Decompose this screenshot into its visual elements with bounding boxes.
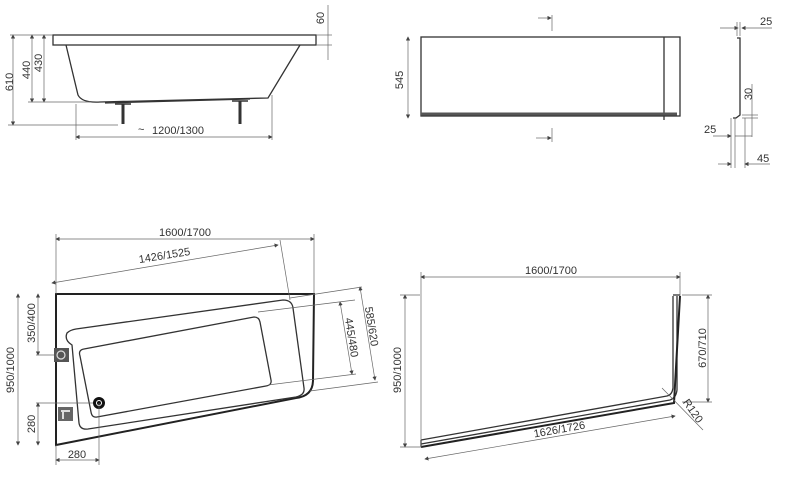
dim-top-total-width: 950/1000 — [5, 347, 17, 393]
front-panel — [420, 36, 681, 117]
dim-diagonal-length: 1426/1525 — [138, 246, 191, 266]
dim-total-height: 610 — [4, 73, 16, 91]
panel-plan-view: 1600/1700 950/1000 670/710 R120 1626/172… — [392, 265, 712, 461]
tub-basin — [78, 316, 272, 418]
faucet-icon — [58, 407, 73, 421]
dim-drain-offset-x: 280 — [68, 449, 86, 461]
dim-plan-total-width: 950/1000 — [392, 347, 404, 393]
dim-plan-total-length: 1600/1700 — [525, 265, 577, 277]
tub-body — [65, 44, 301, 103]
dim-depth-440: 440 — [21, 61, 33, 79]
dim-depth-430: 430 — [33, 54, 45, 72]
dim-side-length: 670/710 — [697, 328, 709, 368]
tub-rim — [52, 34, 317, 46]
dim-panel-height: 545 — [394, 71, 406, 89]
dim-length: 1200/1300 — [152, 125, 204, 137]
dim-inner-width: 445/480 — [342, 317, 360, 358]
dim-base-width: 45 — [757, 153, 769, 165]
panel-plan-outer — [420, 295, 681, 448]
top-view: 1600/1700 1426/1525 950/1000 350/400 280… — [5, 227, 380, 465]
dim-lip-height: 30 — [743, 88, 755, 100]
dim-top-thickness: 25 — [760, 16, 772, 28]
dim-top-total-length: 1600/1700 — [159, 227, 211, 239]
front-panel-view: 545 — [394, 15, 681, 142]
dim-drain-offset-y: 280 — [26, 415, 38, 433]
tub-outline — [55, 293, 316, 447]
tub-inner-rim — [65, 299, 305, 430]
dim-lip-width: 25 — [704, 124, 716, 136]
dim-rim-height: 60 — [315, 12, 327, 24]
tub-leg-left — [115, 103, 131, 124]
dim-radius: R120 — [680, 397, 705, 425]
panel-plan-middle — [420, 296, 678, 445]
tub-base-frame — [104, 98, 251, 104]
side-view: 610 440 430 60 ~ 1200/1300 — [4, 5, 332, 140]
panel-profile — [733, 37, 741, 119]
panel-plan-inner — [420, 296, 674, 441]
panel-profile-view: 25 30 25 45 — [704, 16, 772, 168]
overflow-fixture-icon — [54, 348, 69, 362]
dim-overflow-offset: 350/400 — [26, 303, 38, 343]
tub-leg-right — [232, 100, 248, 124]
dim-approx-symbol: ~ — [138, 124, 144, 136]
dim-outer-width: 585/620 — [362, 306, 380, 347]
